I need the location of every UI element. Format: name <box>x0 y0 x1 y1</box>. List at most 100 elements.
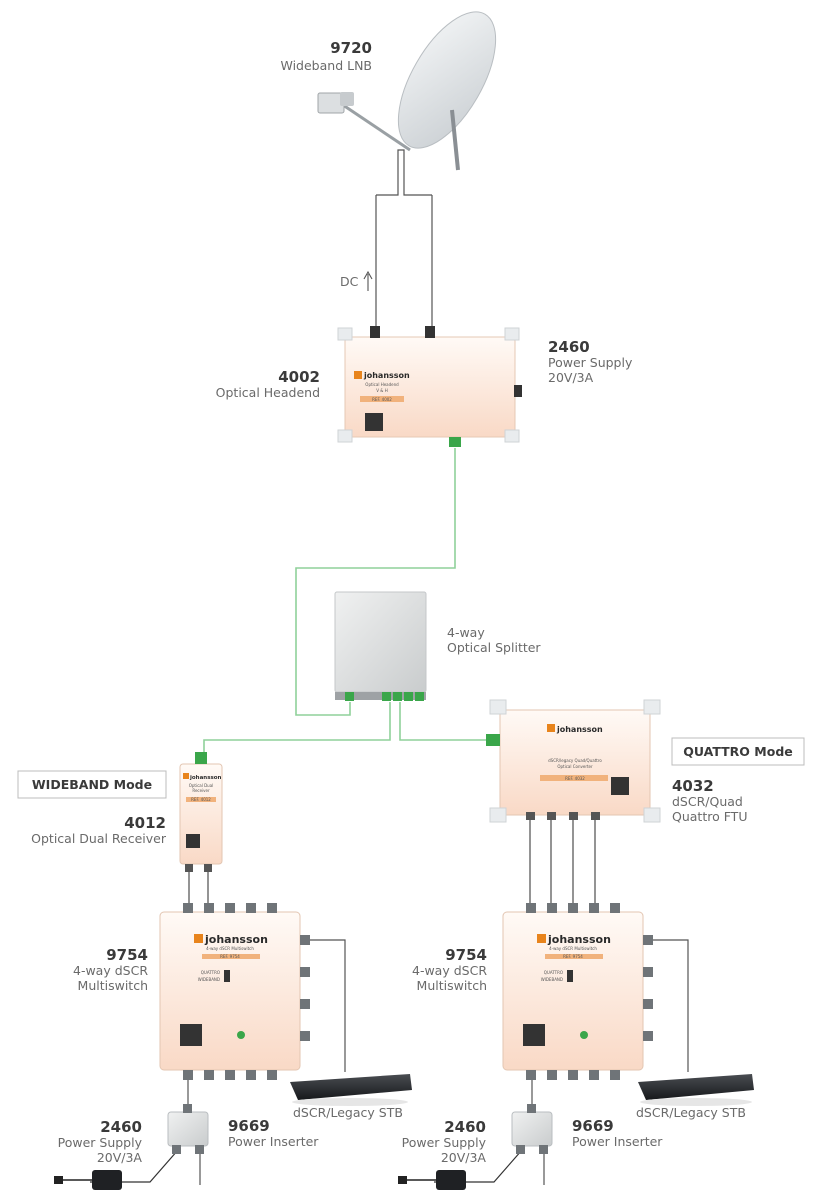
optical-splitter-device <box>334 591 427 701</box>
inserter-left-code: 9669 <box>228 1117 270 1135</box>
fiber-headend-splitter <box>295 448 456 716</box>
psu-right-device <box>398 1170 466 1190</box>
ms-left-desc1: 4-way dSCR <box>73 963 148 978</box>
ms-right-out-5 <box>610 1070 620 1080</box>
ftu-desc1: dSCR/Quad <box>672 794 743 809</box>
headend-logo-bg <box>354 371 362 379</box>
inserter-left-device <box>167 1104 209 1154</box>
ms-right-in-3 <box>568 903 578 913</box>
psu-top-code: 2460 <box>548 338 590 356</box>
receiver-desc: Optical Dual Receiver <box>31 831 167 846</box>
wideband-mode-label: WIDEBAND Mode <box>32 777 152 792</box>
ms-right-led <box>580 1031 588 1039</box>
headend-f-connector-2 <box>425 326 435 338</box>
ms-left-code: 9754 <box>106 946 148 964</box>
ms-right-device-brand: johansson <box>547 933 611 946</box>
ms-left-out-3 <box>225 1070 235 1080</box>
ms-left-in-5 <box>267 903 277 913</box>
receiver-device-brand: johansson <box>189 775 222 781</box>
ms-right-in-2 <box>547 903 557 913</box>
ftu-qr <box>611 777 629 795</box>
splitter-desc2: Optical Splitter <box>447 640 541 655</box>
ms-right-qr <box>523 1024 545 1046</box>
headend-device-sub: V & H <box>376 388 387 393</box>
ms-right-switch1: QUATTRO <box>544 970 563 975</box>
dc-label: DC <box>340 274 359 289</box>
ms-left-in-4 <box>246 903 256 913</box>
stb-left-device <box>290 1074 412 1106</box>
ms-right-side-4 <box>643 1031 653 1041</box>
ms-right-switch2: WIDEBAND <box>541 977 563 982</box>
ms-left-out-4 <box>246 1070 256 1080</box>
dish-reflector <box>397 11 497 149</box>
dish-pole <box>450 109 460 171</box>
ms-right-desc2: Multiswitch <box>417 978 487 993</box>
coax-ms-stb-left <box>310 939 346 1072</box>
receiver-fiber-port <box>195 752 207 764</box>
ftu-desc2: Quattro FTU <box>672 809 747 824</box>
coax-lnb-drop <box>376 149 432 196</box>
headend-ref-bar <box>360 396 404 402</box>
coax-ms-stb-right <box>652 939 689 1072</box>
satellite-dish <box>317 11 497 171</box>
receiver-code: 4012 <box>124 814 166 832</box>
ms-right-in-5 <box>610 903 620 913</box>
fiber-splitter-receiver <box>203 702 391 755</box>
dc-arrow-icon <box>363 270 373 291</box>
dish-arm <box>339 101 411 152</box>
headend-code: 4002 <box>278 368 320 386</box>
ms-left-led <box>237 1031 245 1039</box>
splitter-out-port-4 <box>415 692 424 701</box>
ms-left-device-ref: REF. 9754 <box>220 954 240 959</box>
ms-right-side-3 <box>643 999 653 1009</box>
ms-left-in-3 <box>225 903 235 913</box>
receiver-out-1 <box>185 864 193 872</box>
lnb-head <box>340 92 354 106</box>
ms-left-device-sub: 4-way dSCR Multiswitch <box>206 946 254 951</box>
ftu-ref-bar <box>540 775 608 781</box>
headend-f-connector-1 <box>370 326 380 338</box>
psu-right-desc2: 20V/3A <box>441 1150 487 1165</box>
ms-right-out-1 <box>526 1070 536 1080</box>
ms-left-logo <box>194 934 203 943</box>
ms-right-side-2 <box>643 967 653 977</box>
headend-qr <box>365 413 383 431</box>
ms-right-out-3 <box>568 1070 578 1080</box>
receiver-logo <box>183 773 189 779</box>
quattro-ftu-device <box>486 699 661 823</box>
psu-left-desc2: 20V/3A <box>97 1150 143 1165</box>
ms-left-switch2: WIDEBAND <box>198 977 220 982</box>
psu-left-desc1: Power Supply <box>58 1135 143 1150</box>
stb-left-desc: dSCR/Legacy STB <box>293 1105 403 1120</box>
lnb-desc: Wideband LNB <box>281 58 373 73</box>
psu-top-desc1: Power Supply <box>548 355 633 370</box>
ms-right-in-1 <box>526 903 536 913</box>
ftu-code: 4032 <box>672 777 714 795</box>
stb-right-desc: dSCR/Legacy STB <box>636 1105 746 1120</box>
receiver-qr <box>186 834 200 848</box>
quattro-mode-box <box>671 737 805 766</box>
fiber-splitter-ftu <box>399 702 490 741</box>
optical-headend-device <box>337 326 522 447</box>
cables <box>90 149 689 1185</box>
ms-right-desc1: 4-way dSCR <box>412 963 487 978</box>
splitter-out-port-3 <box>404 692 413 701</box>
ms-left-switch <box>224 970 230 982</box>
quattro-mode-label: QUATTRO Mode <box>683 744 793 759</box>
ms-right-out-2 <box>547 1070 557 1080</box>
ms-left-ref-bar <box>202 954 260 959</box>
ftu-out-2 <box>547 812 556 820</box>
optical-dual-receiver-device <box>179 752 223 872</box>
splitter-desc1: 4-way <box>447 625 485 640</box>
ftu-out-3 <box>569 812 578 820</box>
ftu-logo <box>547 724 555 732</box>
receiver-device-title2: Receiver <box>192 788 210 793</box>
ms-right-logo <box>537 934 546 943</box>
ms-left-side-3 <box>300 999 310 1009</box>
ftu-fiber-port <box>486 734 500 746</box>
psu-left-code: 2460 <box>100 1118 142 1136</box>
receiver-out-2 <box>204 864 212 872</box>
headend-device-ref: REF. 4002 <box>372 397 392 402</box>
ms-left-device-brand: johansson <box>204 933 268 946</box>
inserter-right-desc: Power Inserter <box>572 1134 663 1149</box>
